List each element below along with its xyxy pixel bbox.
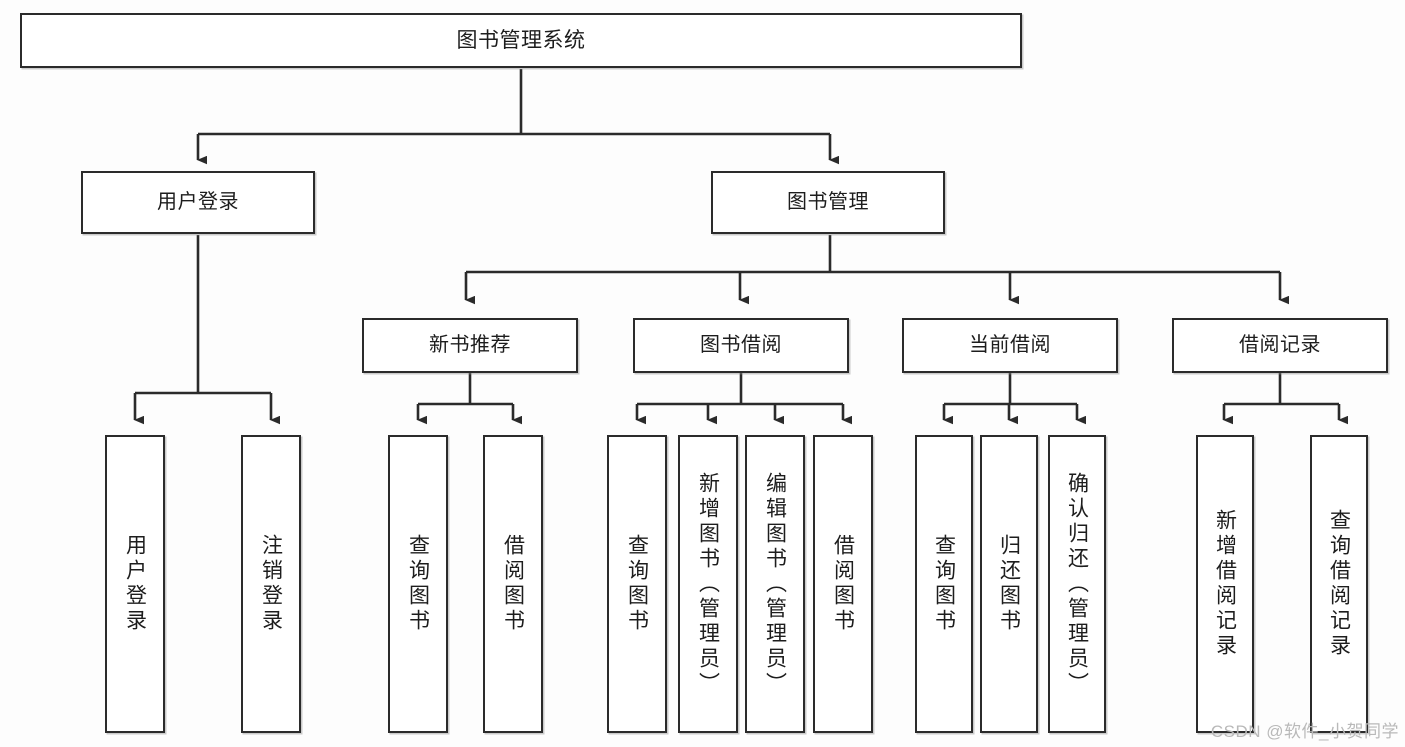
node-leaf-user-logout[interactable]: 注销登录	[241, 435, 301, 733]
node-leaf-query-book-1[interactable]: 查询图书	[388, 435, 448, 733]
node-leaf-confirm-return[interactable]: 确认归还（管理员）	[1048, 435, 1106, 733]
node-leaf-edit-book-label: 编辑图书（管理员）	[763, 471, 787, 697]
node-leaf-return-book-label: 归还图书	[997, 534, 1021, 634]
node-leaf-query-book-3[interactable]: 查询图书	[915, 435, 973, 733]
node-leaf-query-record[interactable]: 查询借阅记录	[1310, 435, 1368, 733]
node-leaf-query-record-label: 查询借阅记录	[1327, 509, 1351, 659]
node-book-manage[interactable]: 图书管理	[711, 171, 945, 234]
node-leaf-user-login[interactable]: 用户登录	[105, 435, 165, 733]
node-leaf-return-book[interactable]: 归还图书	[980, 435, 1038, 733]
node-leaf-user-logout-label: 注销登录	[259, 534, 283, 634]
node-leaf-borrow-book-1-label: 借阅图书	[501, 534, 525, 634]
node-leaf-query-book-2[interactable]: 查询图书	[607, 435, 667, 733]
node-new-book-recommend[interactable]: 新书推荐	[362, 318, 578, 373]
node-leaf-add-record-label: 新增借阅记录	[1213, 509, 1237, 659]
node-book-borrow-label: 图书借阅	[700, 334, 782, 357]
node-current-borrow-label: 当前借阅	[969, 334, 1051, 357]
node-leaf-query-book-3-label: 查询图书	[932, 534, 956, 634]
node-borrow-record-label: 借阅记录	[1239, 334, 1321, 357]
node-borrow-record[interactable]: 借阅记录	[1172, 318, 1388, 373]
node-book-manage-label: 图书管理	[787, 191, 869, 214]
node-leaf-edit-book[interactable]: 编辑图书（管理员）	[745, 435, 805, 733]
node-leaf-add-book-label: 新增图书（管理员）	[696, 471, 720, 697]
node-user-login-label: 用户登录	[157, 191, 239, 214]
node-user-login[interactable]: 用户登录	[81, 171, 315, 234]
node-leaf-user-login-label: 用户登录	[123, 534, 147, 634]
node-leaf-borrow-book-2-label: 借阅图书	[831, 534, 855, 634]
watermark: CSDN @软件_小贺同学	[1210, 722, 1399, 741]
node-root[interactable]: 图书管理系统	[20, 13, 1022, 68]
node-leaf-add-book[interactable]: 新增图书（管理员）	[678, 435, 738, 733]
node-new-book-recommend-label: 新书推荐	[429, 334, 511, 357]
node-current-borrow[interactable]: 当前借阅	[902, 318, 1118, 373]
node-root-label: 图书管理系统	[456, 28, 586, 52]
node-leaf-borrow-book-1[interactable]: 借阅图书	[483, 435, 543, 733]
node-book-borrow[interactable]: 图书借阅	[633, 318, 849, 373]
node-leaf-confirm-return-label: 确认归还（管理员）	[1065, 471, 1089, 697]
node-leaf-borrow-book-2[interactable]: 借阅图书	[813, 435, 873, 733]
node-leaf-add-record[interactable]: 新增借阅记录	[1196, 435, 1254, 733]
node-leaf-query-book-1-label: 查询图书	[406, 534, 430, 634]
node-leaf-query-book-2-label: 查询图书	[625, 534, 649, 634]
